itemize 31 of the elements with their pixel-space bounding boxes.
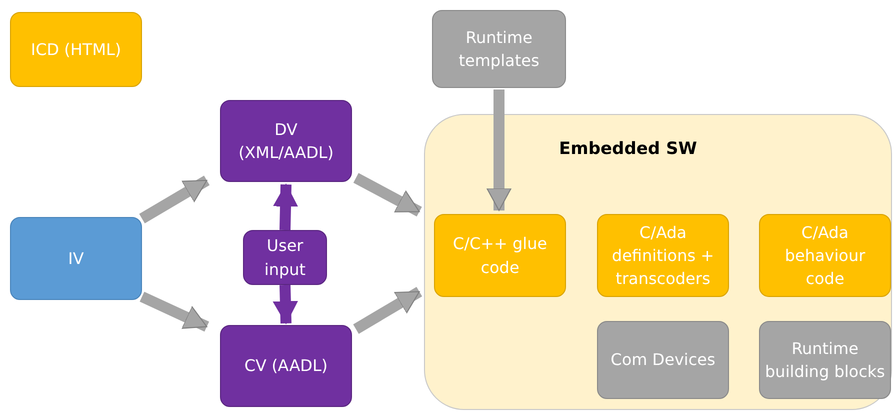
process-box (597, 214, 729, 297)
process-box (434, 214, 566, 297)
box-label: Com Devices (610, 349, 716, 372)
box-label: DV (XML/AADL) (237, 118, 335, 164)
group-heading: Embedded SW (559, 138, 697, 161)
process-box (432, 10, 566, 88)
process-box (220, 325, 352, 407)
block-arrow (273, 184, 298, 230)
block-arrow (486, 90, 512, 211)
process-box (220, 100, 352, 182)
box-label: ICD (HTML) (30, 38, 122, 61)
box-label: C/C++ glue code (452, 233, 548, 278)
process-box (243, 230, 327, 285)
process-box (10, 217, 142, 300)
block-arrow (353, 286, 422, 334)
box-label: User input (263, 235, 307, 280)
box-label: Runtime building blocks (764, 338, 886, 383)
block-arrow (353, 173, 422, 217)
process-box (597, 321, 729, 399)
box-label: CV (AADL) (244, 355, 328, 378)
block-arrow (272, 284, 298, 324)
process-box (10, 12, 142, 87)
box-label: Runtime templates (458, 26, 540, 72)
block-arrow (140, 292, 210, 332)
box-label: C/Ada behaviour code (784, 222, 866, 290)
process-box (759, 321, 891, 399)
box-label: C/Ada definitions + transcoders (610, 222, 716, 290)
box-label: IV (68, 248, 84, 270)
block-arrow (139, 176, 210, 224)
process-box (759, 214, 891, 297)
group-panel (424, 114, 892, 410)
